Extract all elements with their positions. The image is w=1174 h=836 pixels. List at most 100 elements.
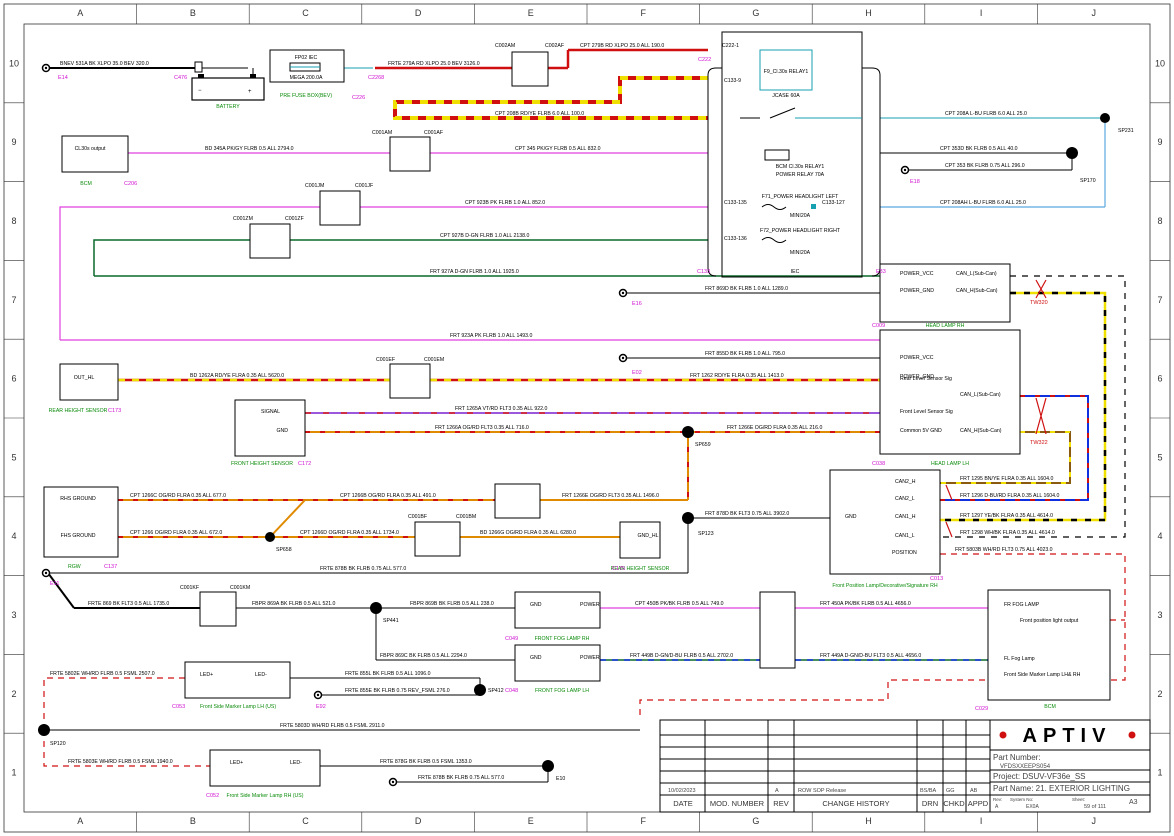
grid-col-label: B: [190, 8, 196, 18]
connector-tag: SP123: [698, 531, 714, 537]
front-position-lamp-label: Front Position Lamp/Decorative/Signature…: [832, 583, 937, 589]
header-rev: REV: [773, 799, 788, 808]
connector-tag: C172: [298, 461, 311, 467]
wire-label: CPT 345 PK/GY FLRB 0.5 ALL 832.0: [515, 146, 601, 152]
front-level-sig-label: Front Level Sensor Sig: [900, 409, 953, 415]
ground-icon: [41, 568, 51, 578]
wire-label: FRT 923A PK FLRB 1.0 ALL 1493.0: [450, 333, 532, 339]
grid-row-label: 5: [11, 452, 16, 462]
wire-label: FBPR 869C BK FLRB 0.5 ALL 2294.0: [380, 653, 467, 659]
grid-col-label: E: [528, 816, 534, 826]
connector-tag: C133-127: [822, 200, 845, 206]
grid-col-label: C: [302, 8, 309, 18]
part-number-label: Part Number:: [993, 753, 1041, 762]
head-lamp-rh-label: HEAD LAMP RH: [926, 323, 965, 329]
wire-label: FRT 1262 RD/YE FLRA 0.35 ALL 1413.0: [690, 373, 784, 379]
wire-label: FRTE 855L BK FLRB 0.5 ALL 1096.0: [345, 671, 431, 677]
pre-fuse-box-label: PRE FUSE BOX(BEV): [280, 93, 332, 99]
connector-tag: C029: [975, 706, 988, 712]
fuse-f72-label: F72_POWER HEADLIGHT RIGHT: [760, 228, 841, 234]
connector-tag: C002AM: [495, 43, 515, 49]
grid-col-label: I: [980, 8, 983, 18]
wire-label: FRTE 878B BK FLRB 0.75 ALL 577.0: [418, 775, 504, 781]
ground-icon: [618, 353, 628, 363]
grid-col-label: C: [302, 816, 309, 826]
rev-small-label: Rev:: [993, 797, 1002, 802]
wire-label: BD 345A PK/GY FLRB 0.5 ALL 2794.0: [205, 146, 294, 152]
wire-label: FRT 927A D-GN FLRB 1.0 ALL 1925.0: [430, 269, 519, 275]
project-label: Project: DSUV-VF36e_SS: [993, 772, 1085, 781]
connector-tag: C001KF: [180, 585, 199, 591]
revision-appd: AB: [970, 788, 978, 794]
grid-row-label: 6: [11, 374, 16, 384]
grid-row-label: 7: [1157, 295, 1162, 305]
battery: − +: [191, 61, 265, 101]
connector-tag: C001EM: [424, 357, 444, 363]
grid-col-label: J: [1091, 816, 1096, 826]
front-height-sensor-label: FRONT HEIGHT SENSOR: [231, 461, 293, 467]
revision-date: 10/02/2023: [668, 788, 696, 794]
connector-tag: E18: [910, 179, 920, 185]
rh-led-minus-label: LED-: [290, 760, 302, 766]
connector-tag: TW322: [1030, 440, 1048, 446]
fpl-gnd-label: GND: [845, 514, 857, 520]
connector-tag: C222: [698, 57, 711, 63]
connector-tag: C048: [505, 688, 518, 694]
ground-icon: [388, 777, 398, 787]
can2-h-label: CAN2_H: [895, 479, 916, 485]
grid-col-label: F: [641, 8, 647, 18]
wire-label: CPT 1266D OG/RD FLRA 0.35 ALL 1734.0: [300, 530, 399, 536]
grid-col-label: H: [865, 816, 872, 826]
wire-label: CPT 208B RD/YE FLRB 6.0 ALL 100.0: [495, 111, 584, 117]
fog-lh-gnd-label: GND: [530, 655, 542, 661]
front-side-marker-bcm-label: Front Side Marker Lamp LH& RH: [1004, 672, 1081, 678]
header-appd: APPD: [968, 799, 989, 808]
jcase-label: JCASE 60A: [772, 93, 800, 99]
fog-rh-power-label: POWER: [580, 602, 600, 608]
common-5v-gnd-label: Common 5V GND: [900, 428, 942, 434]
grid-col-label: J: [1091, 8, 1096, 18]
fuse-f9-label: F9_Cl.30s RELAY1: [764, 69, 809, 75]
power-relay-label: BCM Cl.30s RELAY1: [776, 164, 825, 170]
grid-col-label: D: [415, 816, 422, 826]
fhs-ground-label: FHS GROUND: [61, 533, 96, 539]
grid-row-label: 1: [1157, 768, 1162, 778]
wire-label: FRT 450A PK/BK FLRB 0.5 ALL 4656.0: [820, 601, 911, 607]
gnd-hl-label: GND_HL: [637, 533, 658, 539]
wire-label: CPT 353D BK FLRB 0.5 ALL 40.0: [940, 146, 1018, 152]
wire-label: FBPR 869A BK FLRB 0.5 ALL 521.0: [252, 601, 336, 607]
connector-tag: C001ZM: [233, 216, 253, 222]
connector-tag: C001BM: [456, 514, 476, 520]
can1-l-label: CAN1_L: [895, 533, 915, 539]
connector-tag: E33: [876, 269, 886, 275]
wire-label: FRT 1295 BN/YE FLRA 0.35 ALL 1604.0: [960, 476, 1053, 482]
wire-label: FRT 1298 WH/BK FLRA 0.35 ALL 4614.0: [960, 530, 1055, 536]
connector-tag: C173: [108, 408, 121, 414]
front-fog-lamp-lh-label: FRONT FOG LAMP LH: [535, 688, 589, 694]
grid-row-label: 3: [11, 610, 16, 620]
part-name-label: Part Name: 21. EXTERIOR LIGHTING: [993, 784, 1130, 793]
grid-row-label: 10: [9, 58, 19, 68]
rgw-label: RGW: [68, 564, 81, 570]
connector-tag: C001JF: [355, 183, 373, 189]
fog-lh-power-label: POWER: [580, 655, 600, 661]
wire-label: FRTE 878B BK FLRB 0.75 ALL 577.0: [320, 566, 406, 572]
lh-led-plus-label: LED+: [200, 672, 213, 678]
fuse-f71-rating: MINI20A: [790, 213, 811, 219]
connector-tag: C002AF: [545, 43, 564, 49]
fl-fog-lamp-label: FL Fog Lamp: [1004, 656, 1035, 662]
aptiv-logo: APTIV: [1023, 725, 1112, 747]
grid-col-label: A: [77, 816, 83, 826]
fuse-f72-rating: MINI20A: [790, 250, 811, 256]
wire-label: FRT 1266E OG/RD FLRA 0.35 ALL 216.0: [727, 425, 822, 431]
grid-row-label: 5: [1157, 452, 1162, 462]
wire-label: BNEV 531A BK XLPO 35.0 BEV 320.0: [60, 61, 149, 67]
lh-can-l-label: CAN_L(Sub-Can): [960, 392, 1001, 398]
wire-label: FRTE 5802E WH/RD FLRB 0.5 FSML 2507.0: [50, 671, 155, 677]
connector-tag: C001KM: [230, 585, 250, 591]
connector-tag: TW320: [1030, 300, 1048, 306]
connector-tag: E92: [316, 704, 326, 710]
header-change-history: CHANGE HISTORY: [822, 799, 889, 808]
connector-tag: C001BF: [408, 514, 427, 520]
header-drn: DRN: [922, 799, 938, 808]
